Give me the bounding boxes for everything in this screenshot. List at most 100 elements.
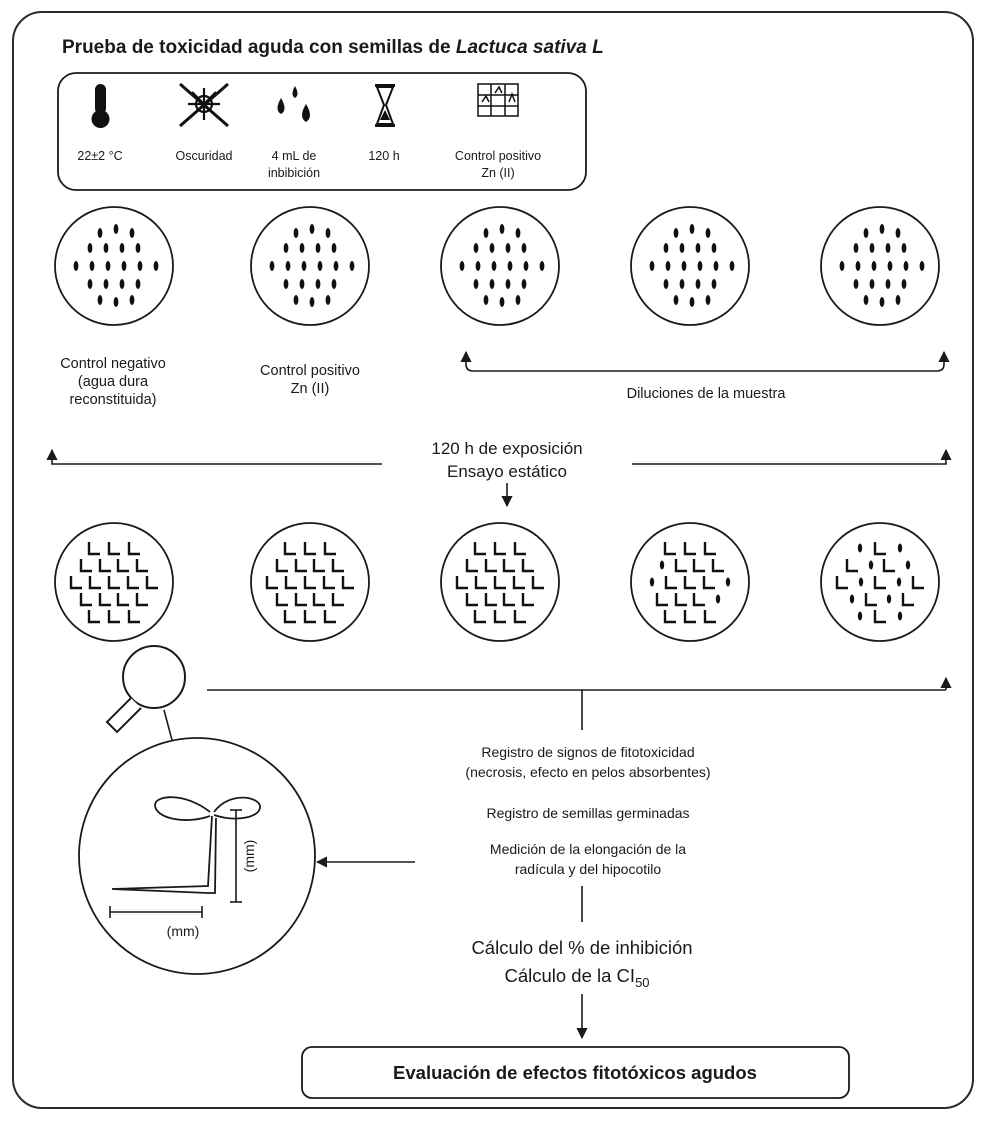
seedling-mark <box>465 593 478 607</box>
seed <box>499 297 505 307</box>
seed <box>901 279 907 289</box>
exposure-left-arrow <box>46 448 382 465</box>
seed <box>857 611 863 621</box>
seedling-mark <box>135 593 148 607</box>
seedling-mark <box>692 593 705 607</box>
seedling-mark <box>127 542 140 556</box>
seedling-mark <box>312 593 325 607</box>
seedling-mark <box>873 542 886 556</box>
seed <box>325 228 331 238</box>
final-box <box>301 1046 850 1099</box>
seedling-mark <box>513 610 526 624</box>
seed <box>885 279 891 289</box>
seed <box>673 228 679 238</box>
petri-dish-seeds <box>630 206 750 326</box>
seed <box>301 261 307 271</box>
calc-inhibition: Cálculo del % de inhibición <box>471 937 692 958</box>
seed <box>673 295 679 305</box>
seed <box>505 243 511 253</box>
seedling-detail-circle <box>78 737 316 975</box>
magnifier-icon <box>105 645 186 734</box>
seedling-mark <box>502 559 515 573</box>
petri-dish-seeds <box>54 206 174 326</box>
seedling-mark <box>294 593 307 607</box>
seed <box>879 224 885 234</box>
seedling-mark <box>683 610 696 624</box>
seed <box>713 261 719 271</box>
hourglass-icon <box>375 84 395 127</box>
seedling-mark <box>465 559 478 573</box>
seed <box>483 228 489 238</box>
seed <box>103 243 109 253</box>
condition-label-positive-control: Control positivo <box>455 149 541 163</box>
petri-dish-seeds <box>250 206 370 326</box>
seed <box>113 297 119 307</box>
seed <box>868 560 874 570</box>
dilutions-label: Diluciones de la muestra <box>627 386 787 402</box>
dilutions-bracket <box>460 350 950 372</box>
seedling-mark <box>663 610 676 624</box>
seedling-mark <box>107 542 120 556</box>
calc-ic50-subscript: 50 <box>635 975 649 990</box>
seed <box>896 577 902 587</box>
seed <box>483 295 489 305</box>
seedling-mark <box>473 610 486 624</box>
measure-scale-horizontal <box>109 906 203 918</box>
calc-ic50-text: Cálculo de la CI <box>504 965 635 986</box>
conditions-box <box>57 72 587 191</box>
seed <box>505 279 511 289</box>
seedling-mark <box>702 576 715 590</box>
seed <box>871 261 877 271</box>
seed <box>659 560 665 570</box>
seed <box>879 297 885 307</box>
seedling-mark <box>265 576 278 590</box>
seed <box>905 560 911 570</box>
condition-label-positive-control-2: Zn (II) <box>481 166 514 180</box>
seedling-mark <box>322 576 335 590</box>
condition-label-temperature: 22±2 °C <box>77 149 122 163</box>
seed <box>103 279 109 289</box>
seed <box>331 279 337 289</box>
seed <box>153 261 159 271</box>
exposure-right-arrow <box>632 448 952 465</box>
thermometer-icon <box>91 84 110 128</box>
record-elongation-2: radícula y del hipocotilo <box>515 861 662 877</box>
seedling-mark <box>69 576 82 590</box>
seed <box>87 243 93 253</box>
seedling-mark <box>502 593 515 607</box>
condition-label-duration: 120 h <box>368 149 399 163</box>
seed <box>317 261 323 271</box>
seed <box>539 261 545 271</box>
petri-dish-germinated <box>54 522 174 642</box>
seedling-mark <box>474 576 487 590</box>
seedling-mark <box>455 576 468 590</box>
seedling-mark <box>107 610 120 624</box>
diagram-frame <box>12 11 974 1109</box>
seed <box>705 295 711 305</box>
seed <box>857 543 863 553</box>
petri-dish-germinated <box>630 522 750 642</box>
seed <box>135 279 141 289</box>
seed <box>521 279 527 289</box>
seed <box>679 243 685 253</box>
seedling-mark <box>664 576 677 590</box>
seedling-mark <box>283 610 296 624</box>
seedling-mark <box>107 576 120 590</box>
measure-scale-vertical <box>230 809 242 903</box>
seedling-mark <box>521 559 534 573</box>
seedling-mark <box>323 610 336 624</box>
negative-control-label-2: (agua dura <box>78 374 149 390</box>
seedling-mark <box>692 559 705 573</box>
measure-unit-horizontal: (mm) <box>167 923 200 939</box>
seed <box>309 224 315 234</box>
seed <box>489 279 495 289</box>
seedling-mark <box>294 559 307 573</box>
seed <box>97 295 103 305</box>
negative-control-label-3: reconstituida) <box>69 392 156 408</box>
seedling-mark <box>484 593 497 607</box>
seed <box>293 295 299 305</box>
seedling-mark <box>79 559 92 573</box>
seed <box>697 261 703 271</box>
seed <box>523 261 529 271</box>
